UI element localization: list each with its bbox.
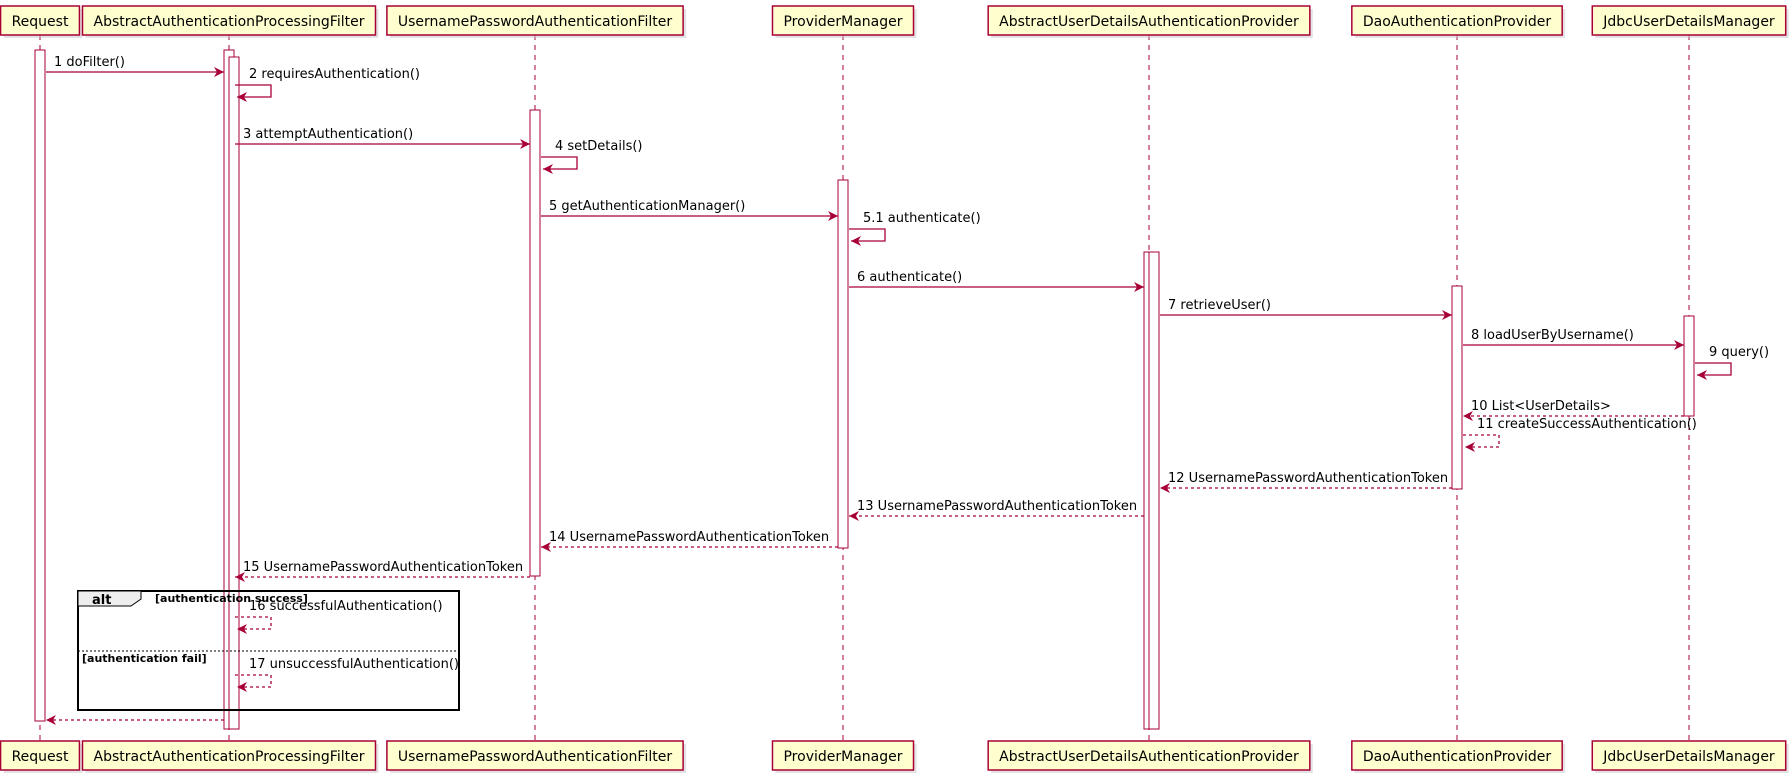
message-label: 13 UsernamePasswordAuthenticationToken	[857, 499, 1137, 514]
participant-dap-top: DaoAuthenticationProvider	[1351, 5, 1566, 38]
activation-bar-judm	[1683, 315, 1695, 417]
alt-condition-success: [authentication success]	[155, 592, 308, 605]
message-16: 16 successfulAuthentication()	[235, 599, 443, 634]
participant-req-bottom: Request	[0, 740, 83, 773]
message-label: 2 requiresAuthentication()	[249, 67, 420, 82]
message-label: 5 getAuthenticationManager()	[549, 199, 745, 214]
participant-judm-top: JdbcUserDetailsManager	[1591, 5, 1789, 38]
message-2: 2 requiresAuthentication()	[235, 67, 420, 102]
message-label: 7 retrieveUser()	[1168, 298, 1271, 313]
participant-label: DaoAuthenticationProvider	[1363, 749, 1552, 765]
participant-label: UsernamePasswordAuthenticationFilter	[398, 749, 672, 765]
participant-label: ProviderManager	[783, 14, 902, 30]
participant-audap-top: AbstractUserDetailsAuthenticationProvide…	[987, 5, 1313, 38]
message-7: 7 retrieveUser()	[1160, 298, 1452, 320]
message-1: 1 doFilter()	[46, 55, 224, 77]
participant-label: Request	[12, 749, 69, 765]
activation-bar-req	[34, 49, 46, 722]
participant-label: ProviderManager	[783, 749, 902, 765]
message-label: 1 doFilter()	[54, 55, 125, 70]
message-11: 11 createSuccessAuthentication()	[1463, 417, 1697, 452]
participant-upaf-top: UsernamePasswordAuthenticationFilter	[386, 5, 687, 38]
participant-label: JdbcUserDetailsManager	[1602, 749, 1775, 765]
message-3: 3 attemptAuthentication()	[235, 127, 530, 149]
participant-upaf-bottom: UsernamePasswordAuthenticationFilter	[386, 740, 687, 773]
message-arrow	[541, 156, 578, 174]
message-arrow	[1695, 362, 1732, 380]
participant-pm-top: ProviderManager	[771, 5, 917, 38]
message-label: 4 setDetails()	[555, 139, 642, 154]
message-10: 10 List<UserDetails>	[1463, 399, 1684, 421]
participant-aapf-bottom: AbstractAuthenticationProcessingFilter	[81, 740, 379, 773]
participant-label: Request	[12, 14, 69, 30]
message-label: 14 UsernamePasswordAuthenticationToken	[549, 530, 829, 545]
message-17: 17 unsuccessfulAuthentication()	[235, 657, 459, 692]
participant-label: AbstractAuthenticationProcessingFilter	[94, 14, 365, 30]
alt-fragment: alt [authentication success] [authentica…	[77, 590, 460, 711]
participant-label: JdbcUserDetailsManager	[1602, 14, 1775, 30]
participant-req-top: Request	[0, 5, 83, 38]
message-label: 9 query()	[1709, 345, 1769, 360]
message-arrow	[1463, 434, 1500, 452]
message-label: 8 loadUserByUsername()	[1471, 328, 1634, 343]
participant-label: UsernamePasswordAuthenticationFilter	[398, 14, 672, 30]
message-8: 8 loadUserByUsername()	[1463, 328, 1684, 350]
message-12: 12 UsernamePasswordAuthenticationToken	[1160, 471, 1452, 493]
activation-bar-upaf	[529, 109, 541, 577]
activation-bar-audap	[1148, 251, 1160, 730]
activation-bar-pm	[837, 179, 849, 549]
message-label: 10 List<UserDetails>	[1471, 399, 1611, 414]
participant-label: AbstractUserDetailsAuthenticationProvide…	[999, 749, 1299, 765]
message-label: 5.1 authenticate()	[863, 211, 981, 226]
participant-pm-bottom: ProviderManager	[771, 740, 917, 773]
message-label: 3 attemptAuthentication()	[243, 127, 413, 142]
message-13: 13 UsernamePasswordAuthenticationToken	[849, 499, 1144, 521]
participant-audap-bottom: AbstractUserDetailsAuthenticationProvide…	[987, 740, 1313, 773]
message-arrow	[235, 674, 272, 692]
message-6: 6 authenticate()	[849, 270, 1144, 292]
message-label: 15 UsernamePasswordAuthenticationToken	[243, 560, 523, 575]
participant-label: DaoAuthenticationProvider	[1363, 14, 1552, 30]
participant-aapf-top: AbstractAuthenticationProcessingFilter	[81, 5, 379, 38]
message-9: 9 query()	[1695, 345, 1769, 380]
message-label: 6 authenticate()	[857, 270, 962, 285]
message-5: 5 getAuthenticationManager()	[541, 199, 838, 221]
message-arrow	[235, 616, 272, 634]
message-15: 15 UsernamePasswordAuthenticationToken	[235, 560, 530, 582]
alt-condition-fail: [authentication fail]	[82, 652, 207, 665]
message-label: 12 UsernamePasswordAuthenticationToken	[1168, 471, 1448, 486]
message-label: 11 createSuccessAuthentication()	[1477, 417, 1697, 432]
message-14: 14 UsernamePasswordAuthenticationToken	[541, 530, 838, 552]
participant-dap-bottom: DaoAuthenticationProvider	[1351, 740, 1566, 773]
activation-bar-aapf	[228, 56, 240, 730]
participant-label: AbstractAuthenticationProcessingFilter	[94, 749, 365, 765]
message-arrow	[849, 228, 886, 246]
message-label: 17 unsuccessfulAuthentication()	[249, 657, 459, 672]
message-arrow	[235, 84, 272, 102]
alt-keyword: alt	[92, 593, 111, 608]
message-label: 16 successfulAuthentication()	[249, 599, 443, 614]
participant-judm-bottom: JdbcUserDetailsManager	[1591, 740, 1789, 773]
activation-bar-dap	[1451, 285, 1463, 490]
message-5.1: 5.1 authenticate()	[849, 211, 981, 246]
message-4: 4 setDetails()	[541, 139, 642, 174]
participant-label: AbstractUserDetailsAuthenticationProvide…	[999, 14, 1299, 30]
